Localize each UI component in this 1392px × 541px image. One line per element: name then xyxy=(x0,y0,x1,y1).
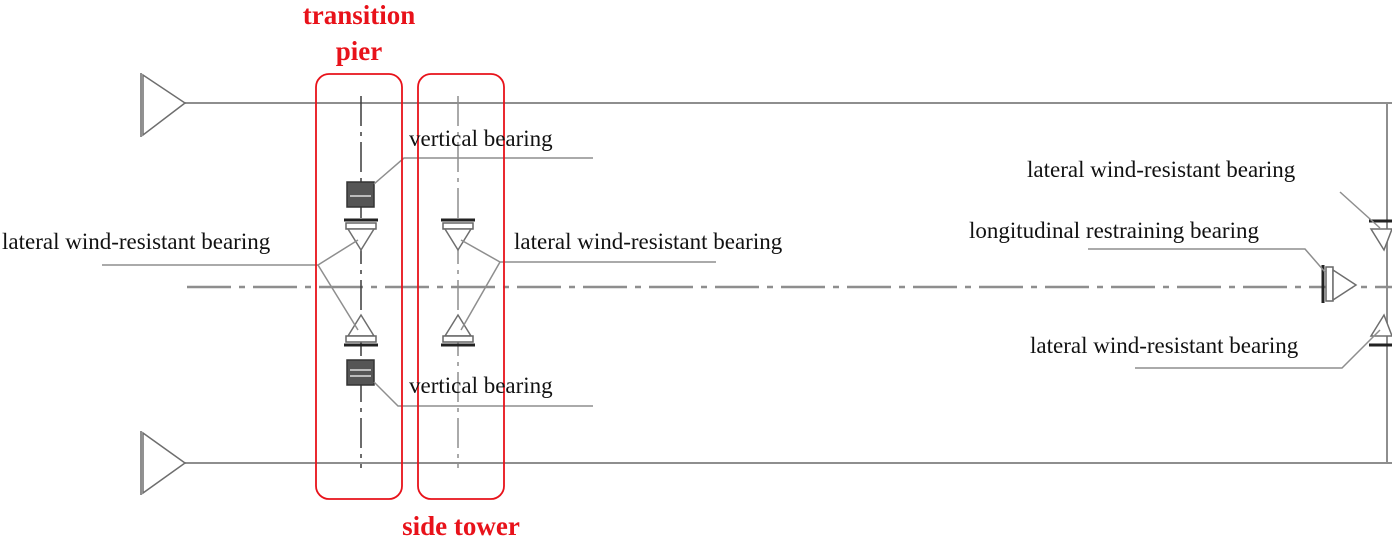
tower-lateral-bearing-top-icon xyxy=(441,218,475,252)
tower-lateral-bearing-bottom-icon xyxy=(441,313,475,347)
side-tower-highlight-box xyxy=(417,73,505,500)
side-tower-title: side tower xyxy=(402,511,520,541)
leader-lines xyxy=(102,157,1381,407)
pier-lateral-bearing-top-icon xyxy=(344,218,378,252)
transition-pier-title-line2: pier xyxy=(336,36,383,66)
vertical-bearing-top-icon xyxy=(346,181,375,208)
transition-pier-title-line1: transition xyxy=(303,0,416,30)
end-support-top-icon xyxy=(140,73,187,137)
transition-pier-highlight-box xyxy=(315,73,403,500)
end-support-bottom-icon xyxy=(140,431,187,495)
right-lateral-bearing-bottom-icon xyxy=(1369,313,1392,347)
longitudinal-bearing-icon xyxy=(1321,265,1358,303)
lateral-bearing-right-top-label: lateral wind-resistant bearing xyxy=(1027,157,1296,182)
vertical-bearing-bottom-icon xyxy=(346,359,375,386)
vertical-bearing-top-label: vertical bearing xyxy=(409,126,553,151)
vertical-bearing-bottom-label: vertical bearing xyxy=(409,373,553,398)
longitudinal-bearing-label: longitudinal restraining bearing xyxy=(969,218,1259,243)
right-lateral-bearing-top-icon xyxy=(1369,219,1392,252)
lateral-bearing-middle-label: lateral wind-resistant bearing xyxy=(514,229,783,254)
lateral-bearing-right-bottom-label: lateral wind-resistant bearing xyxy=(1030,333,1299,358)
lateral-bearing-left-label: lateral wind-resistant bearing xyxy=(2,229,271,254)
pier-lateral-bearing-bottom-icon xyxy=(344,313,378,347)
